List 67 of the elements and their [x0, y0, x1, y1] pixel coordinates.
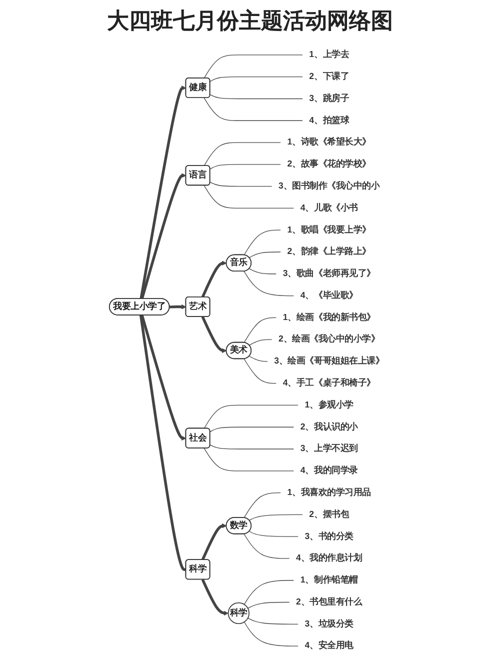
connector: [204, 404, 298, 429]
node-text: 1、我喜欢的学习用品: [287, 488, 371, 498]
connector: [244, 271, 294, 296]
arrow: [201, 316, 227, 354]
arrow: [140, 86, 186, 300]
diagram-title: 大四班七月份主题活动网络图: [107, 7, 393, 35]
connector: [244, 358, 277, 384]
connector: [248, 602, 290, 609]
connector: [244, 492, 281, 518]
connector: [244, 534, 290, 559]
node-text: 1、绘画《我的新书包》: [282, 312, 376, 322]
arrow: [201, 578, 228, 616]
node-text: 3、图书制作《我心中的小: [278, 181, 380, 191]
node-text: 2、摆书包: [309, 510, 350, 520]
node-text: 4、《毕业歌》: [300, 290, 358, 300]
connector: [204, 448, 294, 472]
arrow: [201, 260, 227, 298]
connector: [248, 618, 298, 624]
connector: [210, 426, 294, 432]
connector: [204, 142, 281, 166]
node-text: 4、拍篮球: [309, 116, 350, 126]
arrow: [140, 173, 186, 300]
connector: [139, 315, 186, 572]
connector: [248, 531, 298, 537]
arrow: [140, 314, 186, 441]
node-text: 1、诗歌《希望长大》: [287, 138, 371, 147]
connector: [204, 185, 294, 209]
connector: [210, 164, 281, 170]
node-text: 2、绘画《我心中的小学》: [278, 334, 380, 344]
arrow: [201, 523, 227, 560]
connector: [248, 514, 303, 521]
node-text: 2、我认识的小: [300, 422, 358, 432]
connector: [210, 444, 294, 450]
node-text: 3、上学不迟到: [300, 444, 358, 454]
node-text: 3、跳房子: [309, 94, 350, 104]
connector: [210, 94, 303, 100]
connector: [210, 76, 303, 82]
connector: [204, 54, 303, 79]
connector: [204, 98, 303, 121]
node-text: 1、歌唱《我要上学》: [287, 225, 371, 234]
node-text: 2、下课了: [309, 72, 350, 82]
node-text: 3、书的分类: [304, 532, 354, 541]
node-text: 4、我的同学录: [300, 466, 358, 476]
connector: [210, 182, 272, 187]
node-text: 1、参观小学: [304, 400, 354, 410]
connector: [248, 356, 268, 362]
connector: [248, 339, 272, 346]
connector: [244, 622, 298, 646]
node-text: 2、韵律《上学路上》: [287, 247, 371, 256]
connector: [244, 580, 294, 605]
arrow: [170, 304, 186, 310]
connector: [248, 268, 277, 274]
node-text: 2、故事《花的学校》: [287, 159, 371, 169]
node-text: 3、歌曲《老师再见了》: [282, 268, 376, 278]
connector: [248, 252, 281, 258]
node-text: 3、垃圾分类: [304, 619, 354, 629]
node-text: 3、绘画《哥哥姐姐在上课》: [274, 356, 384, 366]
connector: [244, 230, 281, 256]
node-text: 2、书包里有什么: [296, 597, 362, 607]
node-text: 4、手工《桌子和椅子》: [282, 378, 376, 388]
node-circle: 科学: [228, 602, 250, 624]
node-text: 1、上学去: [309, 50, 350, 60]
node-text: 4、安全用电: [304, 641, 354, 650]
connector: [244, 317, 277, 343]
node-text: 4、儿歌《小书: [300, 203, 358, 213]
node-text: 4、我的作息计划: [296, 554, 362, 563]
node-text: 1、制作铅笔帽: [300, 575, 358, 585]
